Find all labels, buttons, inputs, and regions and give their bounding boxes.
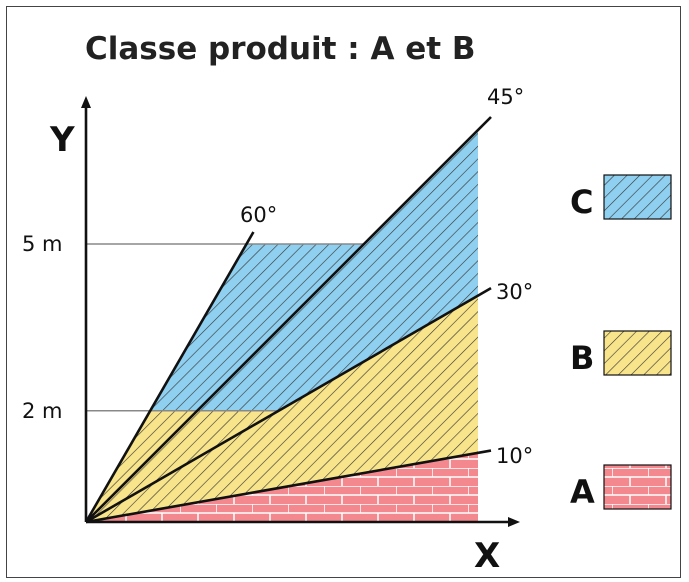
- x-axis-label: X: [474, 536, 500, 576]
- legend-swatch-b: [603, 330, 672, 376]
- angle-label-10: 10°: [496, 444, 533, 468]
- tick-label-5m: 5 m: [22, 232, 63, 256]
- angle-label-60: 60°: [240, 203, 277, 227]
- angle-line-60: [84, 231, 255, 523]
- tick-label-2m: 2 m: [22, 399, 63, 423]
- diagram-title: Classe produit : A et B: [85, 31, 476, 67]
- angle-line-10: [85, 449, 492, 524]
- x-axis-arrow: [508, 517, 520, 527]
- angle-line-45: [85, 116, 492, 523]
- legend-letter-c: C: [570, 183, 593, 221]
- zone-c-area: [150, 130, 478, 411]
- legend-swatch-c: [603, 174, 672, 220]
- angle-label-45: 45°: [487, 85, 524, 109]
- y-axis-label: Y: [49, 120, 75, 160]
- legend-letter-a: A: [570, 473, 595, 511]
- legend-item-b: B: [570, 330, 672, 377]
- legend-swatch-a: [603, 464, 672, 510]
- angle-line-30: [85, 287, 492, 524]
- legend-item-a: A: [570, 464, 672, 511]
- legend-item-c: C: [570, 174, 672, 221]
- angle-label-30: 30°: [496, 280, 533, 304]
- y-axis-arrow: [81, 96, 91, 108]
- legend-letter-b: B: [570, 339, 594, 377]
